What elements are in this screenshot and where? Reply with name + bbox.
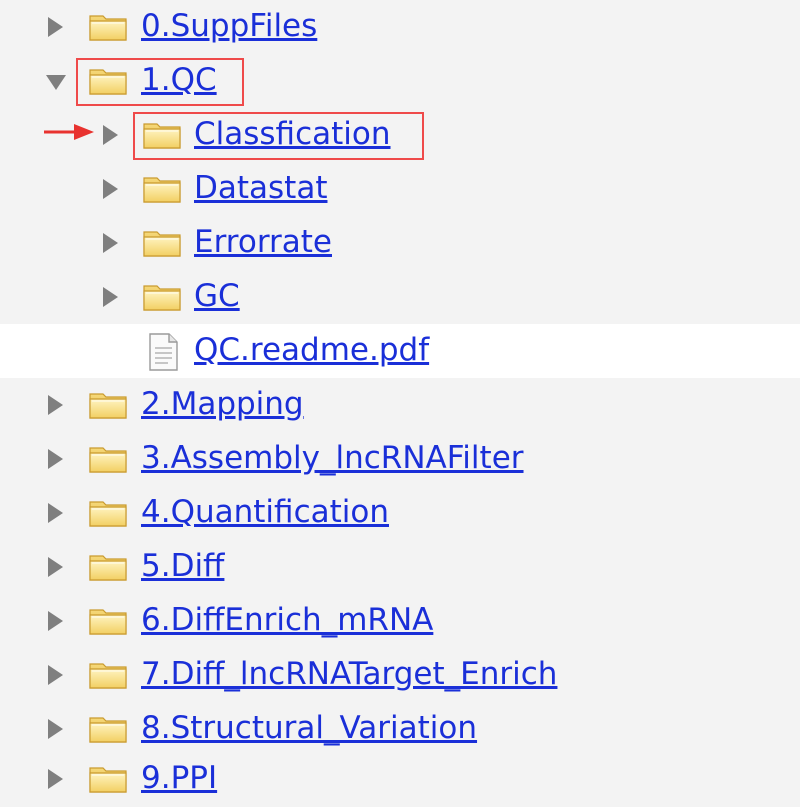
tree-item-2-mapping[interactable]: 2.Mapping (0, 378, 800, 432)
folder-icon (88, 552, 128, 582)
tree-item-4-quantification[interactable]: 4.Quantification (0, 486, 800, 540)
tree-item-errorrate[interactable]: Errorrate (0, 216, 800, 270)
tree-item-label[interactable]: 2.Mapping (141, 386, 304, 422)
expand-arrow-icon[interactable] (48, 395, 63, 415)
tree-item-gc[interactable]: GC (0, 270, 800, 324)
tree-item-3-assembly[interactable]: 3.Assembly_lncRNAFilter (0, 432, 800, 486)
expand-arrow-icon[interactable] (103, 179, 118, 199)
folder-icon (88, 498, 128, 528)
folder-icon (142, 174, 182, 204)
collapse-arrow-icon[interactable] (46, 75, 66, 90)
tree-item-label[interactable]: 6.DiffEnrich_mRNA (141, 602, 434, 638)
tree-item-8-structural-variation[interactable]: 8.Structural_Variation (0, 702, 800, 756)
tree-item-0-suppfiles[interactable]: 0.SuppFiles (0, 0, 800, 54)
highlight-box-qc (76, 58, 244, 106)
expand-arrow-icon[interactable] (103, 233, 118, 253)
red-pointer-arrow-icon (44, 124, 94, 140)
folder-icon (142, 282, 182, 312)
expand-arrow-icon[interactable] (48, 769, 63, 789)
tree-item-label[interactable]: 1.QC (141, 62, 217, 98)
tree-item-1-qc[interactable]: 1.QC (0, 54, 800, 108)
tree-item-label[interactable]: 0.SuppFiles (141, 8, 318, 44)
tree-item-label[interactable]: QC.readme.pdf (194, 332, 430, 368)
tree-item-5-diff[interactable]: 5.Diff (0, 540, 800, 594)
tree-item-label[interactable]: Classfication (194, 116, 391, 152)
folder-icon (88, 444, 128, 474)
tree-item-label[interactable]: 7.Diff_lncRNATarget_Enrich (141, 656, 558, 692)
tree-item-qc-readme-pdf[interactable]: QC.readme.pdf (0, 324, 800, 378)
tree-item-label[interactable]: 9.PPI (141, 760, 218, 796)
folder-icon (88, 764, 128, 794)
pdf-file-icon (146, 332, 180, 372)
expand-arrow-icon[interactable] (48, 665, 63, 685)
folder-icon (88, 390, 128, 420)
expand-arrow-icon[interactable] (48, 449, 63, 469)
tree-item-classfication[interactable]: Classfication (0, 108, 800, 162)
tree-item-label[interactable]: 4.Quantification (141, 494, 389, 530)
folder-icon (142, 228, 182, 258)
expand-arrow-icon[interactable] (48, 503, 63, 523)
tree-item-label[interactable]: 8.Structural_Variation (141, 710, 478, 746)
highlight-box-classfication (133, 112, 424, 160)
tree-item-label[interactable]: 3.Assembly_lncRNAFilter (141, 440, 524, 476)
expand-arrow-icon[interactable] (48, 611, 63, 631)
expand-arrow-icon[interactable] (48, 719, 63, 739)
tree-item-datastat[interactable]: Datastat (0, 162, 800, 216)
tree-item-6-diffenrich-mrna[interactable]: 6.DiffEnrich_mRNA (0, 594, 800, 648)
tree-item-label[interactable]: Errorrate (194, 224, 332, 260)
expand-arrow-icon[interactable] (48, 17, 63, 37)
expand-arrow-icon[interactable] (103, 125, 118, 145)
tree-item-label[interactable]: GC (194, 278, 240, 314)
folder-icon (88, 714, 128, 744)
tree-item-9-ppi[interactable]: 9.PPI (0, 752, 800, 806)
tree-item-label[interactable]: Datastat (194, 170, 328, 206)
folder-icon (88, 660, 128, 690)
expand-arrow-icon[interactable] (48, 557, 63, 577)
folder-icon (88, 606, 128, 636)
expand-arrow-icon[interactable] (103, 287, 118, 307)
folder-icon (88, 12, 128, 42)
tree-item-7-diff-lncrnatarget-enrich[interactable]: 7.Diff_lncRNATarget_Enrich (0, 648, 800, 702)
tree-item-label[interactable]: 5.Diff (141, 548, 225, 584)
